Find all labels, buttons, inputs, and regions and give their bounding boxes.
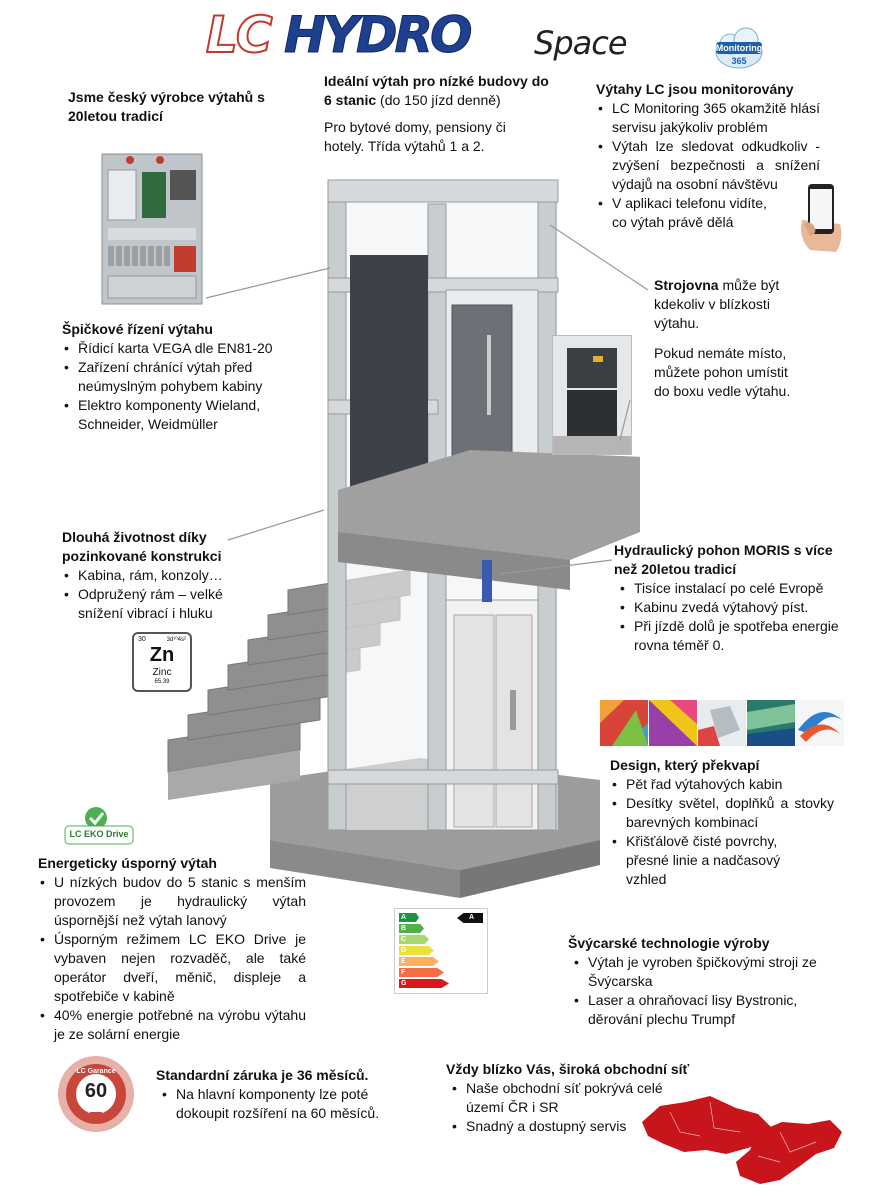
swiss-list: Výtah je vyroben špičkovými stroji ze Šv…	[572, 953, 838, 1029]
zinc-element-tile: 30 3d¹⁰4s² Zn Zinc 65.39	[132, 632, 192, 692]
zinc-symbol: Zn	[149, 644, 175, 666]
energy-class-bar-c: C	[399, 935, 429, 944]
pointer-box	[619, 399, 631, 441]
design-item: Křišťálově čisté povrchy, přesné linie a…	[610, 832, 796, 889]
energy-item: 40% energie potřebné na výrobu výtahu je…	[38, 1006, 306, 1044]
energy-item: Úsporným režimem LC EKO Drive je vybaven…	[38, 930, 306, 1006]
swiss-section: Švýcarské technologie výroby Výtah je vy…	[568, 934, 838, 1029]
energy-section: Energeticky úsporný výtah U nízkých budo…	[38, 854, 306, 1044]
hydraulic-item: Kabinu zvedá výtahový píst.	[618, 598, 854, 617]
design-item: Pět řad výtahových kabin	[610, 775, 834, 794]
monitored-item: LC Monitoring 365 okamžitě hlásí servisu…	[596, 99, 820, 137]
design-item: Desítky světel, doplňků a stovky barevný…	[610, 794, 834, 832]
energy-class-bar-a: A	[399, 913, 419, 922]
energy-class-bar-b: B	[399, 924, 424, 933]
warranty-number: 60	[84, 1080, 108, 1102]
network-item: Naše obchodní síť pokrývá celé území ČR …	[450, 1079, 676, 1117]
energy-rating-text: A	[469, 914, 475, 921]
warranty-heading: Standardní záruka je 36 měsíců.	[156, 1067, 369, 1083]
machine-room-text: může být kdekoliv v blízkosti výtahu.	[654, 277, 780, 331]
durability-item: Odpružený rám – velké snížení vibrací i …	[62, 585, 258, 623]
warranty-item: Na hlavní komponenty lze poté dokoupit r…	[160, 1085, 392, 1123]
hydraulic-item: Při jízdě dolů je spotřeba energie rovna…	[618, 617, 854, 655]
durability-item: Kabina, rám, konzoly…	[62, 566, 322, 585]
cz-sk-map-image	[640, 1092, 844, 1188]
control-list: Řídicí karta VEGA dle EN81-20 Zařízení c…	[62, 339, 312, 434]
design-section: Design, který překvapí Pět řad výtahovýc…	[610, 756, 834, 889]
hydraulic-item: Tisíce instalací po celé Evropě	[618, 579, 854, 598]
control-item: Řídicí karta VEGA dle EN81-20	[62, 339, 312, 358]
hydraulic-section: Hydraulický pohon MORIS s více než 20let…	[614, 541, 854, 655]
lift-illustration	[160, 160, 720, 900]
eko-drive-badge: LC EKO Drive	[64, 806, 134, 846]
energy-class-bar-f: F	[399, 968, 444, 977]
energy-heading: Energeticky úsporný výtah	[38, 855, 217, 871]
network-list: Naše obchodní síť pokrývá celé území ČR …	[450, 1079, 716, 1136]
checkmark-icon	[64, 807, 134, 845]
zinc-name: Zinc	[152, 667, 172, 678]
durability-list: Kabina, rám, konzoly… Odpružený rám – ve…	[62, 566, 322, 623]
producer-heading: Jsme český výrobce výtahů s 20letou trad…	[68, 89, 265, 124]
logo-hydro: HYDRO	[284, 6, 474, 65]
hydraulic-heading: Hydraulický pohon MORIS s více než 20let…	[614, 542, 833, 577]
energy-list: U nízkých budov do 5 stanic s menším pro…	[38, 873, 306, 1044]
pointer-machine-room	[549, 224, 649, 291]
warranty-section: Standardní záruka je 36 měsíců. Na hlavn…	[156, 1066, 392, 1123]
durability-section: Dlouhá životnost díky pozinkované konstr…	[62, 528, 322, 623]
control-heading: Špičkové řízení výtahu	[62, 321, 213, 337]
machine-room-section: Strojovna může být kdekoliv v blízkosti …	[654, 276, 804, 333]
monitored-heading: Výtahy LC jsou monitorovány	[596, 81, 794, 97]
control-item: Zařízení chránící výtah před neúmyslným …	[62, 358, 278, 396]
control-section: Špičkové řízení výtahu Řídicí karta VEGA…	[62, 320, 312, 434]
control-board-image	[100, 150, 204, 310]
machine-box-image	[552, 335, 632, 455]
monitored-list: LC Monitoring 365 okamžitě hlásí servisu…	[596, 99, 820, 232]
eko-drive-label: LC EKO Drive	[69, 829, 129, 839]
warranty-list: Na hlavní komponenty lze poté dokoupit r…	[160, 1085, 392, 1123]
energy-class-bar-d: D	[399, 946, 434, 955]
monitoring-365-icon: Monitoring 365	[714, 24, 764, 72]
swiss-item: Laser a ohraňovací lisy Bystronic, děrov…	[572, 991, 838, 1029]
monitored-section: Výtahy LC jsou monitorovány LC Monitorin…	[596, 80, 820, 232]
ideal-section: Ideální výtah pro nízké budovy do 6 stan…	[324, 72, 556, 156]
pointer-control	[205, 267, 331, 299]
swiss-item: Výtah je vyroben špičkovými stroji ze Šv…	[572, 953, 838, 991]
ideal-text: Pro bytové domy, pensiony či hotely. Tří…	[324, 119, 506, 154]
machine-room-heading: Strojovna	[654, 277, 719, 293]
design-heading: Design, který překvapí	[610, 757, 760, 773]
pointer-hydraulic	[499, 559, 613, 575]
phone-hand-icon	[796, 180, 846, 254]
zinc-config: 3d¹⁰4s²	[166, 637, 186, 643]
energy-rating-arrow	[457, 913, 483, 923]
monitored-item: V aplikaci telefonu vidíte, co výtah prá…	[596, 194, 782, 232]
ideal-heading: Ideální výtah pro nízké budovy do 6 stan…	[324, 73, 549, 108]
monitoring-label: Monitoring	[715, 43, 763, 53]
brand-logo: LC HYDRO Space	[205, 5, 666, 65]
hydraulic-list: Tisíce instalací po celé Evropě Kabinu z…	[618, 579, 854, 655]
monitored-item: Výtah lze sledovat odkudkoliv - zvýšení …	[596, 137, 820, 194]
design-swatches-image	[600, 700, 844, 746]
zinc-number: 30	[138, 636, 146, 643]
pointer-durability	[227, 509, 325, 541]
machine-room-text2: Pokud nemáte místo, můžete pohon umístit…	[654, 345, 791, 399]
zinc-mass: 65.39	[154, 679, 170, 685]
monitoring-number: 365	[731, 56, 747, 66]
control-item: Elektro komponenty Wieland, Schneider, W…	[62, 396, 278, 434]
warranty-badge: 60 LC Garance	[54, 1054, 144, 1138]
energy-class-bar-e: E	[399, 957, 439, 966]
ideal-suffix: (do 150 jízd denně)	[380, 92, 501, 108]
swiss-heading: Švýcarské technologie výroby	[568, 935, 770, 951]
design-list: Pět řad výtahových kabin Desítky světel,…	[610, 775, 834, 889]
energy-class-bar-g: G	[399, 979, 449, 988]
network-heading: Vždy blízko Vás, široká obchodní síť	[446, 1061, 690, 1077]
durability-heading: Dlouhá životnost díky pozinkované konstr…	[62, 529, 222, 564]
network-item: Snadný a dostupný servis	[450, 1117, 716, 1136]
energy-item: U nízkých budov do 5 stanic s menším pro…	[38, 873, 306, 930]
warranty-arc-text: LC Garance	[76, 1068, 116, 1075]
logo-space: Space	[534, 24, 628, 62]
logo-lc: LC	[205, 5, 274, 65]
network-section: Vždy blízko Vás, široká obchodní síť Naš…	[446, 1060, 716, 1136]
